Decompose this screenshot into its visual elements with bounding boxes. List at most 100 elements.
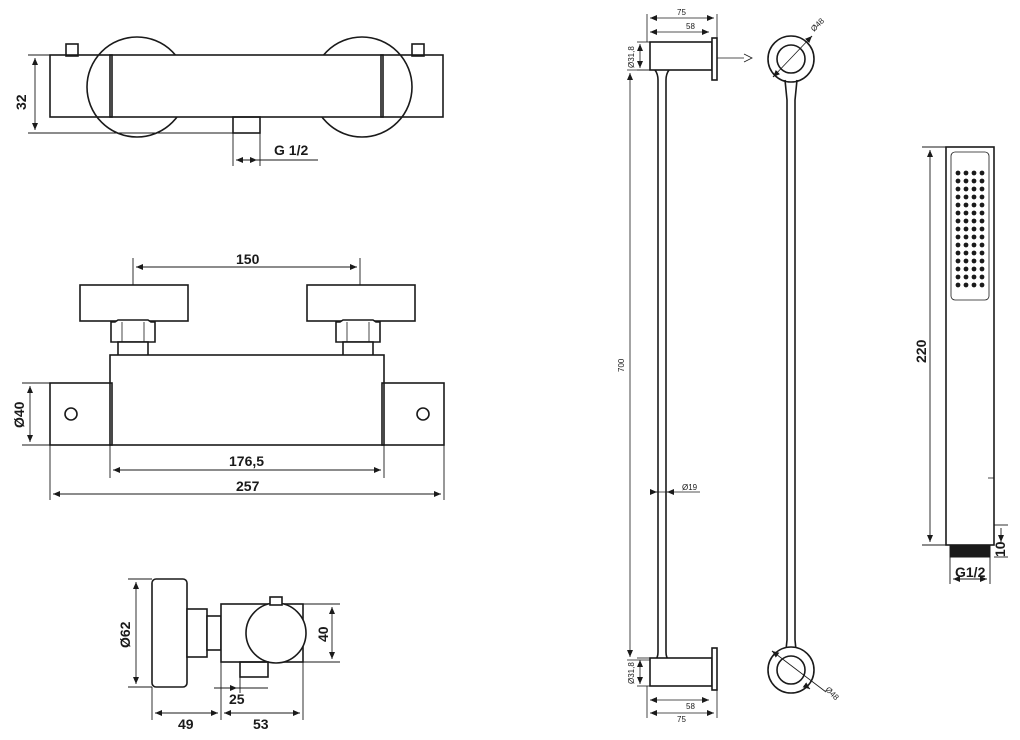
- rail-ring-bottom-dia-label: Ø48: [824, 685, 841, 702]
- front-body: [109, 354, 385, 446]
- side-depth-body-label: 53: [253, 716, 269, 732]
- hand-shower-nozzles: [955, 170, 985, 288]
- front-hole-left: [64, 407, 78, 421]
- rail-top-58-label: 58: [686, 22, 695, 31]
- rail-length-label: 700: [617, 358, 626, 372]
- nozzle-dot: [971, 178, 977, 184]
- nozzle-dot: [979, 226, 985, 232]
- top-body: [109, 54, 384, 118]
- rail-tube-right: [665, 69, 670, 661]
- hand-shower-head: [950, 151, 990, 301]
- nozzle-dot: [979, 274, 985, 280]
- nozzle-dot: [971, 202, 977, 208]
- nozzle-dot: [955, 242, 961, 248]
- side-body-height-label: 40: [315, 626, 331, 642]
- rail-top-dia-label: Ø31,8: [627, 46, 636, 68]
- nozzle-dot: [963, 266, 969, 272]
- side-cartridge: [245, 602, 307, 664]
- rail-ring-bottom-inner: [776, 655, 806, 685]
- rail-bottom-bracket: [649, 657, 713, 687]
- nozzle-dot: [963, 170, 969, 176]
- nozzle-dot: [971, 234, 977, 240]
- nozzle-dot: [979, 282, 985, 288]
- nozzle-dot: [955, 274, 961, 280]
- rail-bottom-dia-label: Ø31,8: [627, 662, 636, 684]
- nozzle-dot: [979, 186, 985, 192]
- nozzle-dot: [963, 282, 969, 288]
- front-diameter-label: Ø40: [11, 401, 27, 428]
- nozzle-dot: [955, 170, 961, 176]
- nozzle-dot: [955, 202, 961, 208]
- nozzle-dot: [963, 250, 969, 256]
- nozzle-dot: [979, 218, 985, 224]
- nozzle-dot: [963, 258, 969, 264]
- hand-shower-thread: [949, 544, 991, 558]
- rail-bottom-plate: [711, 647, 718, 691]
- nozzle-dot: [971, 226, 977, 232]
- top-knurl-right: [380, 54, 444, 118]
- nozzle-dot: [979, 258, 985, 264]
- front-nut-right: [335, 319, 381, 357]
- top-outlet-thread: [232, 116, 261, 134]
- hand-length-label: 220: [913, 339, 929, 363]
- front-hole-right: [416, 407, 430, 421]
- nozzle-dot: [979, 170, 985, 176]
- nozzle-dot: [979, 250, 985, 256]
- nozzle-dot: [979, 266, 985, 272]
- front-view: 150 Ø40 176,5: [11, 251, 445, 500]
- hand-shower-body: [945, 146, 995, 546]
- nozzle-dot: [971, 186, 977, 192]
- rail-tube-dia-label: Ø19: [682, 483, 698, 492]
- nozzle-dot: [979, 242, 985, 248]
- rail-tube-left: [654, 69, 659, 661]
- nozzle-dot: [963, 218, 969, 224]
- front-nut-left: [110, 319, 156, 357]
- nozzle-dot: [963, 186, 969, 192]
- nozzle-dot: [971, 170, 977, 176]
- nozzle-dot: [955, 226, 961, 232]
- nozzle-dot: [971, 210, 977, 216]
- front-body-width-label: 176,5: [229, 453, 264, 469]
- hand-thread-len-label: 10: [992, 541, 1008, 557]
- nozzle-dot: [955, 258, 961, 264]
- side-outlet-label: 25: [229, 691, 245, 707]
- nozzle-dot: [979, 202, 985, 208]
- top-screw-right: [411, 43, 425, 57]
- rail-bottom-75-label: 75: [677, 715, 686, 724]
- side-nut: [186, 608, 208, 658]
- nozzle-dot: [971, 274, 977, 280]
- nozzle-dot: [963, 234, 969, 240]
- rail-side-view: 75 58 Ø31,8 700 Ø19 Ø31,8 58 75: [617, 8, 753, 724]
- side-stem: [206, 615, 222, 651]
- nozzle-dot: [963, 194, 969, 200]
- nozzle-dot: [971, 218, 977, 224]
- rail-front-view: Ø48 Ø48: [767, 16, 841, 702]
- nozzle-dot: [971, 194, 977, 200]
- nozzle-dot: [979, 234, 985, 240]
- front-handle-left: [79, 284, 189, 322]
- nozzle-dot: [971, 258, 977, 264]
- nozzle-dot: [955, 266, 961, 272]
- nozzle-dot: [955, 194, 961, 200]
- nozzle-dot: [971, 266, 977, 272]
- nozzle-dot: [971, 282, 977, 288]
- rail-ring-top-dia-label: Ø48: [809, 16, 826, 33]
- nozzle-dot: [963, 274, 969, 280]
- front-handle-right: [306, 284, 416, 322]
- front-spacing-label: 150: [236, 251, 260, 267]
- rail-front-tube-left: [784, 79, 788, 661]
- nozzle-dot: [963, 202, 969, 208]
- rail-top-bracket: [649, 41, 713, 71]
- top-height-label: 32: [13, 94, 29, 110]
- nozzle-dot: [955, 186, 961, 192]
- hand-thread-label: G1/2: [955, 564, 986, 580]
- rail-bottom-58-label: 58: [686, 702, 695, 711]
- front-knurl-right: [381, 382, 445, 446]
- side-view: Ø62 40 25 49 53: [117, 578, 340, 732]
- top-view: 32 G 1/2: [13, 36, 444, 166]
- nozzle-dot: [955, 218, 961, 224]
- nozzle-dot: [963, 178, 969, 184]
- nozzle-dot: [963, 226, 969, 232]
- rail-front-tube-right: [794, 79, 798, 661]
